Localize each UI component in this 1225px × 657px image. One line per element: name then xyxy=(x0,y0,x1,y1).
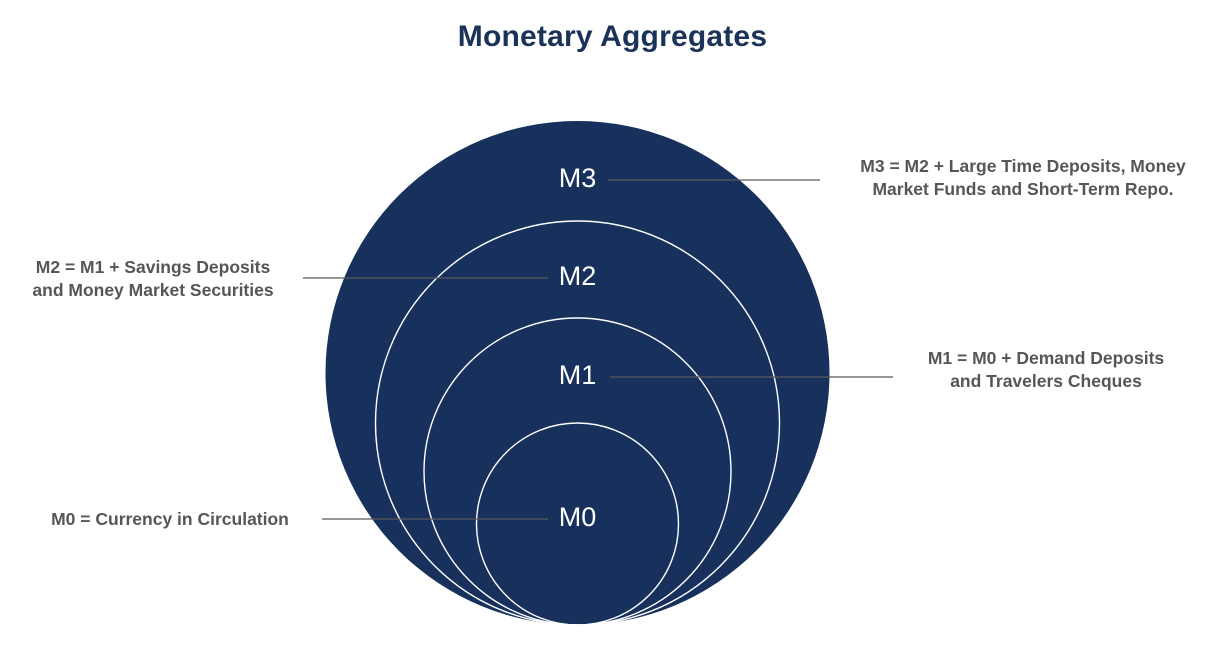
callout-m2: M2 = M1 + Savings Deposits and Money Mar… xyxy=(8,256,298,303)
ring-label-m2: M2 xyxy=(559,261,597,291)
callout-m2-line1: M2 = M1 + Savings Deposits xyxy=(35,257,271,277)
callout-m3-line1: M3 = M2 + Large Time Deposits, Money xyxy=(860,156,1186,176)
ring-label-m3: M3 xyxy=(559,163,597,193)
callout-m3-line2: Market Funds and Short-Term Repo. xyxy=(872,179,1174,200)
callout-m1-line2: and Travelers Cheques xyxy=(950,371,1142,392)
ring-label-m1: M1 xyxy=(559,360,597,390)
circle-m3 xyxy=(325,121,830,625)
page-title: Monetary Aggregates xyxy=(457,20,768,53)
callout-m3: M3 = M2 + Large Time Deposits, Money Mar… xyxy=(828,155,1218,202)
callout-m0: M0 = Currency in Circulation xyxy=(24,508,316,531)
circle-m0 xyxy=(475,422,680,626)
callout-m1: M1 = M0 + Demand Deposits and Travelers … xyxy=(896,347,1196,394)
callout-m0-line1: M0 = Currency in Circulation xyxy=(51,509,289,529)
ring-label-m0: M0 xyxy=(559,502,597,532)
callout-m2-line2: and Money Market Securities xyxy=(32,280,274,301)
callout-m1-line1: M1 = M0 + Demand Deposits xyxy=(927,348,1165,368)
